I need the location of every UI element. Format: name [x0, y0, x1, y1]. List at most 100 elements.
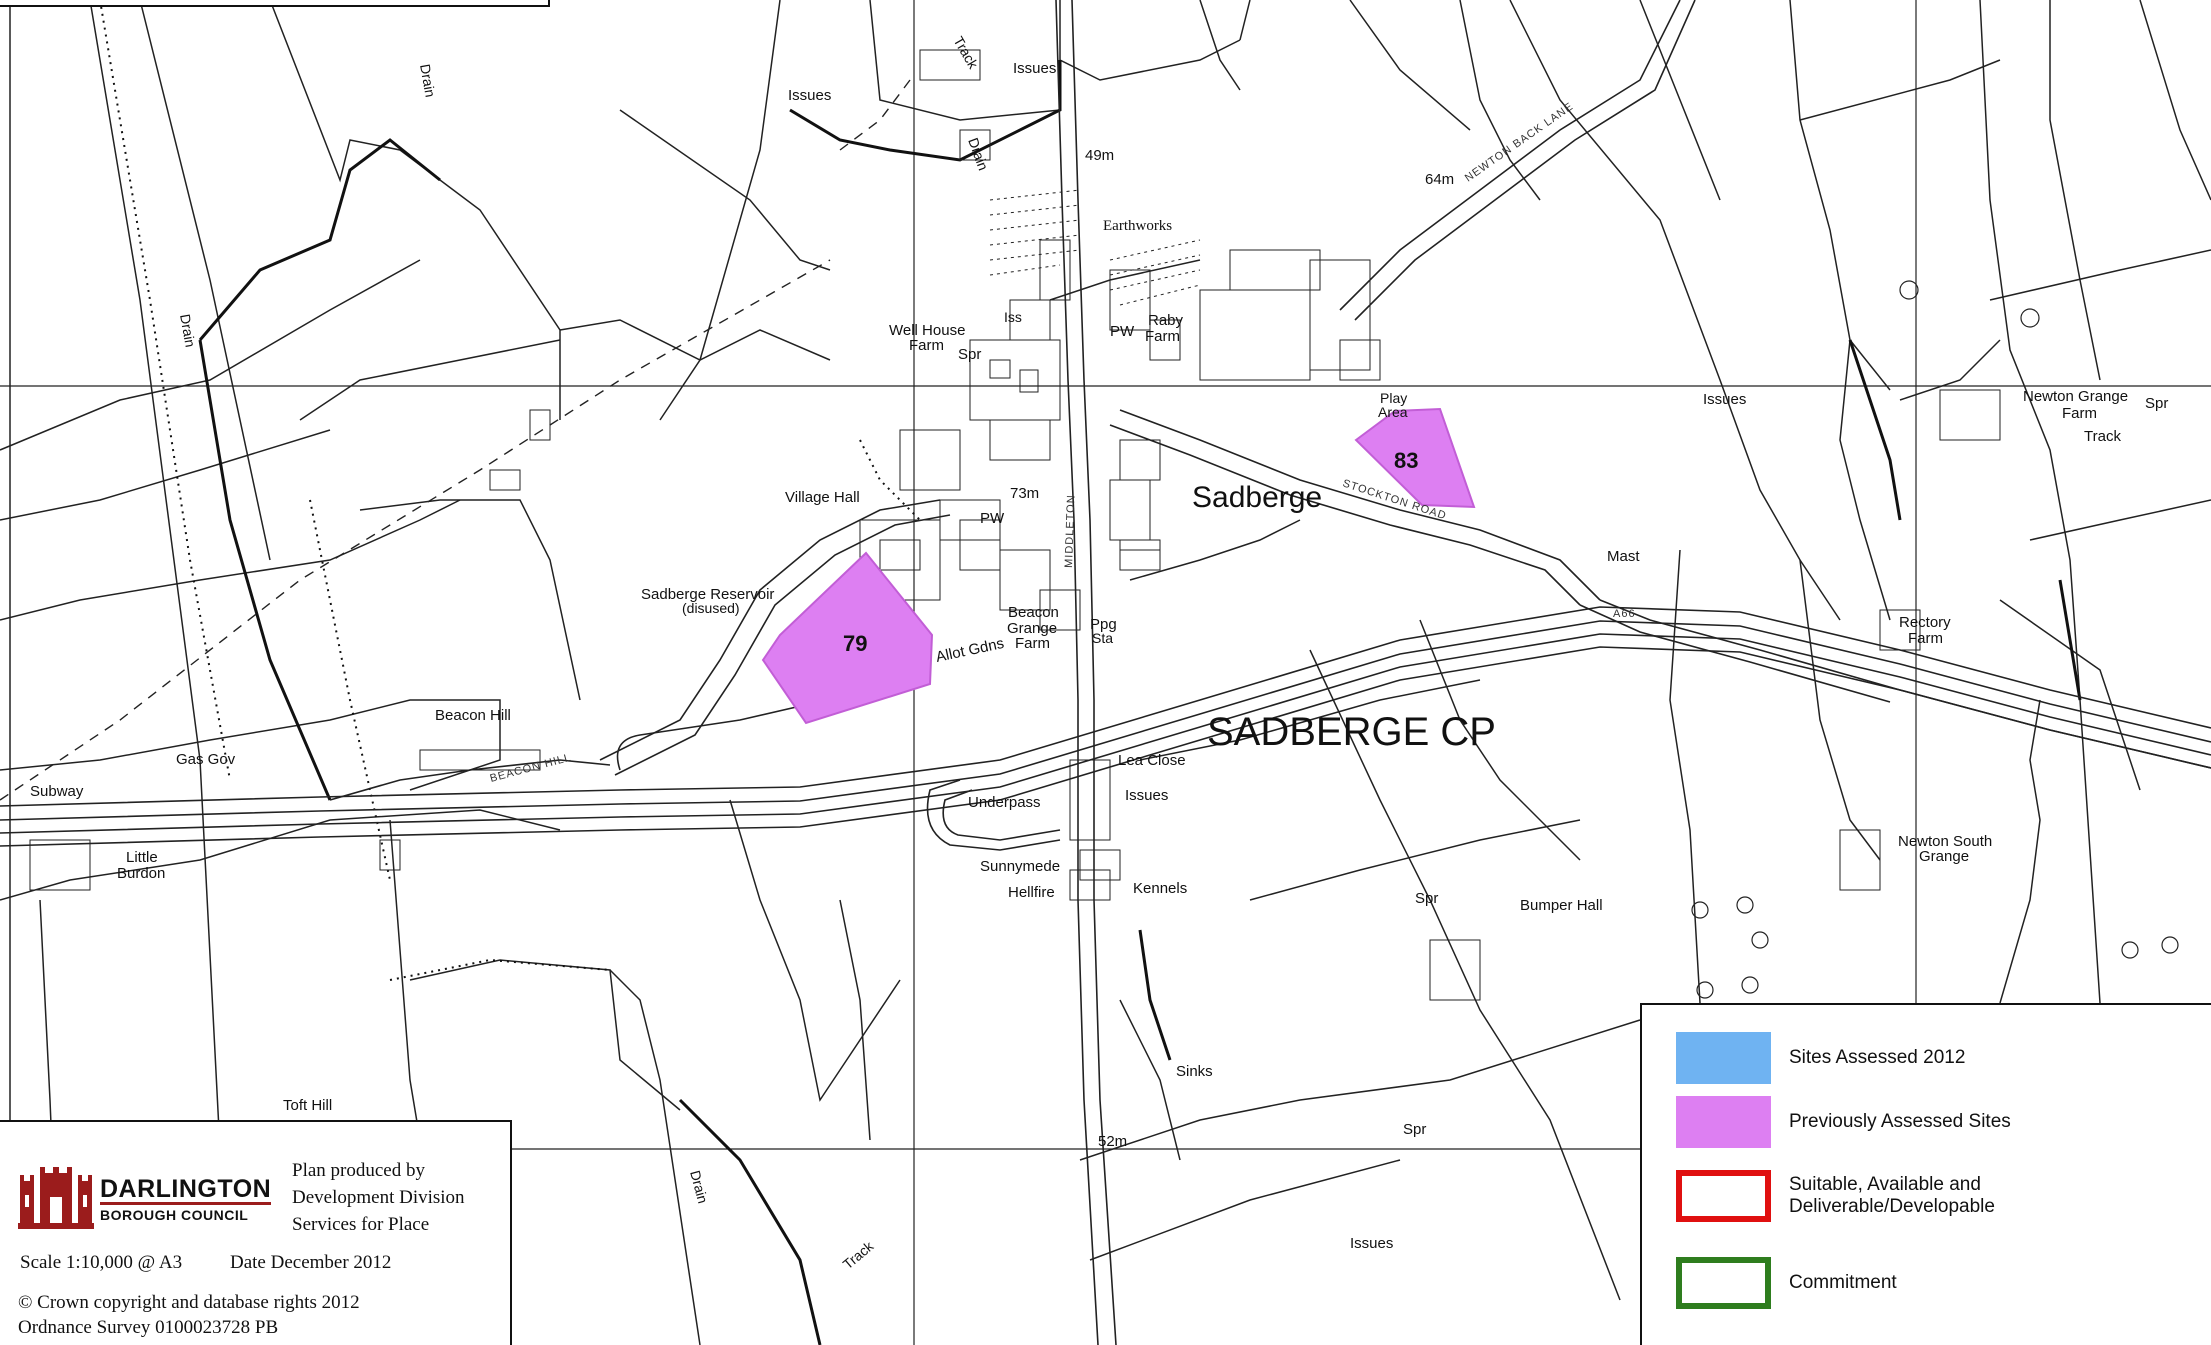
- parish-boundaries: [198, 60, 2082, 1345]
- label-height-52: 52m: [1098, 1133, 1127, 1150]
- castle-crest-icon: [18, 1167, 94, 1229]
- label-raby-2: Farm: [1145, 328, 1180, 345]
- label-newton-grange-2: Farm: [2062, 405, 2097, 422]
- label-newton-south-2: Grange: [1919, 848, 1969, 865]
- map-title-box: DARLINGTON BOROUGH COUNCIL Plan produced…: [0, 1120, 512, 1345]
- label-little-burdon-2: Burdon: [117, 865, 165, 882]
- underpass-loop: [926, 779, 1061, 851]
- label-height-73: 73m: [1010, 485, 1039, 502]
- label-issues-1: Issues: [1013, 60, 1056, 77]
- stockton-road: [1109, 409, 2211, 769]
- label-ppg-1: Ppg: [1090, 616, 1117, 633]
- label-sinks: Sinks: [1176, 1063, 1213, 1080]
- label-spr-4: Spr: [1403, 1121, 1426, 1138]
- tree-symbols: [1691, 280, 2179, 999]
- copyright-line-2: Ordnance Survey 0100023728 PB: [18, 1317, 279, 1338]
- council-name: DARLINGTON BOROUGH COUNCIL: [100, 1174, 272, 1223]
- newton-back-lane: [1339, 0, 1696, 321]
- legend-swatch-purple: [1676, 1096, 1771, 1148]
- label-middleton: MIDDLETON: [1063, 494, 1078, 568]
- label-beacon-grange-1: Beacon: [1008, 604, 1059, 621]
- top-margin-box: [0, 0, 550, 7]
- legend-swatch-green-outline: [1676, 1257, 1771, 1309]
- label-pw-2: PW: [980, 510, 1005, 527]
- legend-swatch-red-outline: [1676, 1170, 1771, 1222]
- label-earthworks: Earthworks: [1103, 218, 1172, 234]
- label-reservoir-1: Sadberge Reservoir: [641, 586, 774, 603]
- site-83[interactable]: 83: [1354, 407, 1476, 509]
- label-issues-5: Issues: [1350, 1235, 1393, 1252]
- label-height-64: 64m: [1425, 171, 1454, 188]
- label-gas-gov: Gas Gov: [176, 751, 236, 768]
- parish-label: SADBERGE CP: [1207, 710, 1496, 754]
- earthworks-hatching: [989, 189, 1201, 306]
- label-ppg-2: Sta: [1092, 630, 1113, 646]
- label-hellfire: Hellfire: [1008, 884, 1055, 901]
- council-name-line1: DARLINGTON: [100, 1174, 272, 1203]
- label-newton-grange-1: Newton Grange: [2023, 388, 2128, 405]
- legend-item-suitable-available: Suitable, Available and Deliverable/Deve…: [1676, 1170, 2039, 1222]
- council-name-line2: BOROUGH COUNCIL: [100, 1201, 272, 1223]
- produced-line-1: Plan produced by: [292, 1160, 425, 1181]
- label-kennels: Kennels: [1133, 880, 1187, 897]
- label-wellhouse-2: Farm: [909, 337, 944, 354]
- middleton-road: [1055, 0, 1117, 1345]
- produced-line-3: Services for Place: [292, 1214, 430, 1235]
- legend-label: Sites Assessed 2012: [1789, 1047, 1966, 1068]
- legend-item-previously-assessed: Previously Assessed Sites: [1676, 1096, 2011, 1148]
- label-pw-1: PW: [1110, 323, 1135, 340]
- label-issues-2: Issues: [788, 87, 831, 104]
- label-wellhouse-1: Well House: [889, 322, 965, 339]
- site-79[interactable]: 79: [761, 551, 934, 725]
- label-drain-2: Drain: [177, 313, 199, 349]
- label-toft-hill: Toft Hill: [283, 1097, 332, 1114]
- council-logo: DARLINGTON BOROUGH COUNCIL: [18, 1167, 272, 1231]
- label-play-1: Play: [1380, 390, 1407, 406]
- produced-by: Plan produced by Development Division Se…: [292, 1157, 465, 1238]
- map-legend: Sites Assessed 2012 Previously Assessed …: [1640, 1003, 2211, 1345]
- label-a66: A66: [1613, 608, 1636, 620]
- hedge-lines: [99, 0, 921, 981]
- label-sunnymede: Sunnymede: [980, 858, 1060, 875]
- label-subway: Subway: [30, 783, 84, 800]
- copyright-line-1: © Crown copyright and database rights 20…: [18, 1292, 360, 1313]
- label-raby-1: Raby: [1148, 312, 1184, 329]
- label-beacon-hill: Beacon Hill: [435, 707, 511, 724]
- label-reservoir-2: (disused): [682, 600, 740, 616]
- legend-item-sites-assessed-2012: Sites Assessed 2012: [1676, 1032, 1965, 1084]
- label-lea-close: Lea Close: [1118, 752, 1186, 769]
- label-spr-2: Spr: [2145, 395, 2168, 412]
- date-text: Date December 2012: [230, 1252, 392, 1273]
- footpaths: [0, 79, 911, 801]
- legend-swatch-blue: [1676, 1032, 1771, 1084]
- legend-item-commitment: Commitment: [1676, 1257, 1897, 1309]
- site-79-number: 79: [843, 631, 867, 656]
- legend-label: Commitment: [1789, 1272, 1897, 1293]
- label-drain-1: Drain: [417, 63, 439, 99]
- label-bumper-hall: Bumper Hall: [1520, 897, 1603, 914]
- label-play-2: Area: [1378, 404, 1408, 420]
- label-rectory-2: Farm: [1908, 630, 1943, 647]
- label-village-hall: Village Hall: [785, 489, 860, 506]
- label-spr-3: Spr: [1415, 890, 1438, 907]
- label-height-49: 49m: [1085, 147, 1114, 164]
- legend-label: Suitable, Available and Deliverable/Deve…: [1789, 1174, 1995, 1217]
- label-iss: Iss: [1004, 309, 1022, 325]
- label-beacon-grange-2: Grange: [1007, 620, 1057, 637]
- village-label: Sadberge: [1192, 481, 1322, 514]
- label-issues-3: Issues: [1703, 391, 1746, 408]
- label-beacon-grange-3: Farm: [1015, 635, 1050, 652]
- label-underpass: Underpass: [968, 794, 1041, 811]
- label-newton-south-1: Newton South: [1898, 833, 1992, 850]
- label-spr-1: Spr: [958, 346, 981, 363]
- label-little-burdon-1: Little: [126, 849, 158, 866]
- label-track-2: Track: [2084, 428, 2121, 445]
- site-83-number: 83: [1394, 448, 1418, 473]
- produced-line-2: Development Division: [292, 1187, 465, 1208]
- label-issues-4: Issues: [1125, 787, 1168, 804]
- label-mast: Mast: [1607, 548, 1640, 565]
- legend-label: Previously Assessed Sites: [1789, 1111, 2011, 1132]
- scale-text: Scale 1:10,000 @ A3: [20, 1252, 183, 1273]
- label-rectory-1: Rectory: [1899, 614, 1951, 631]
